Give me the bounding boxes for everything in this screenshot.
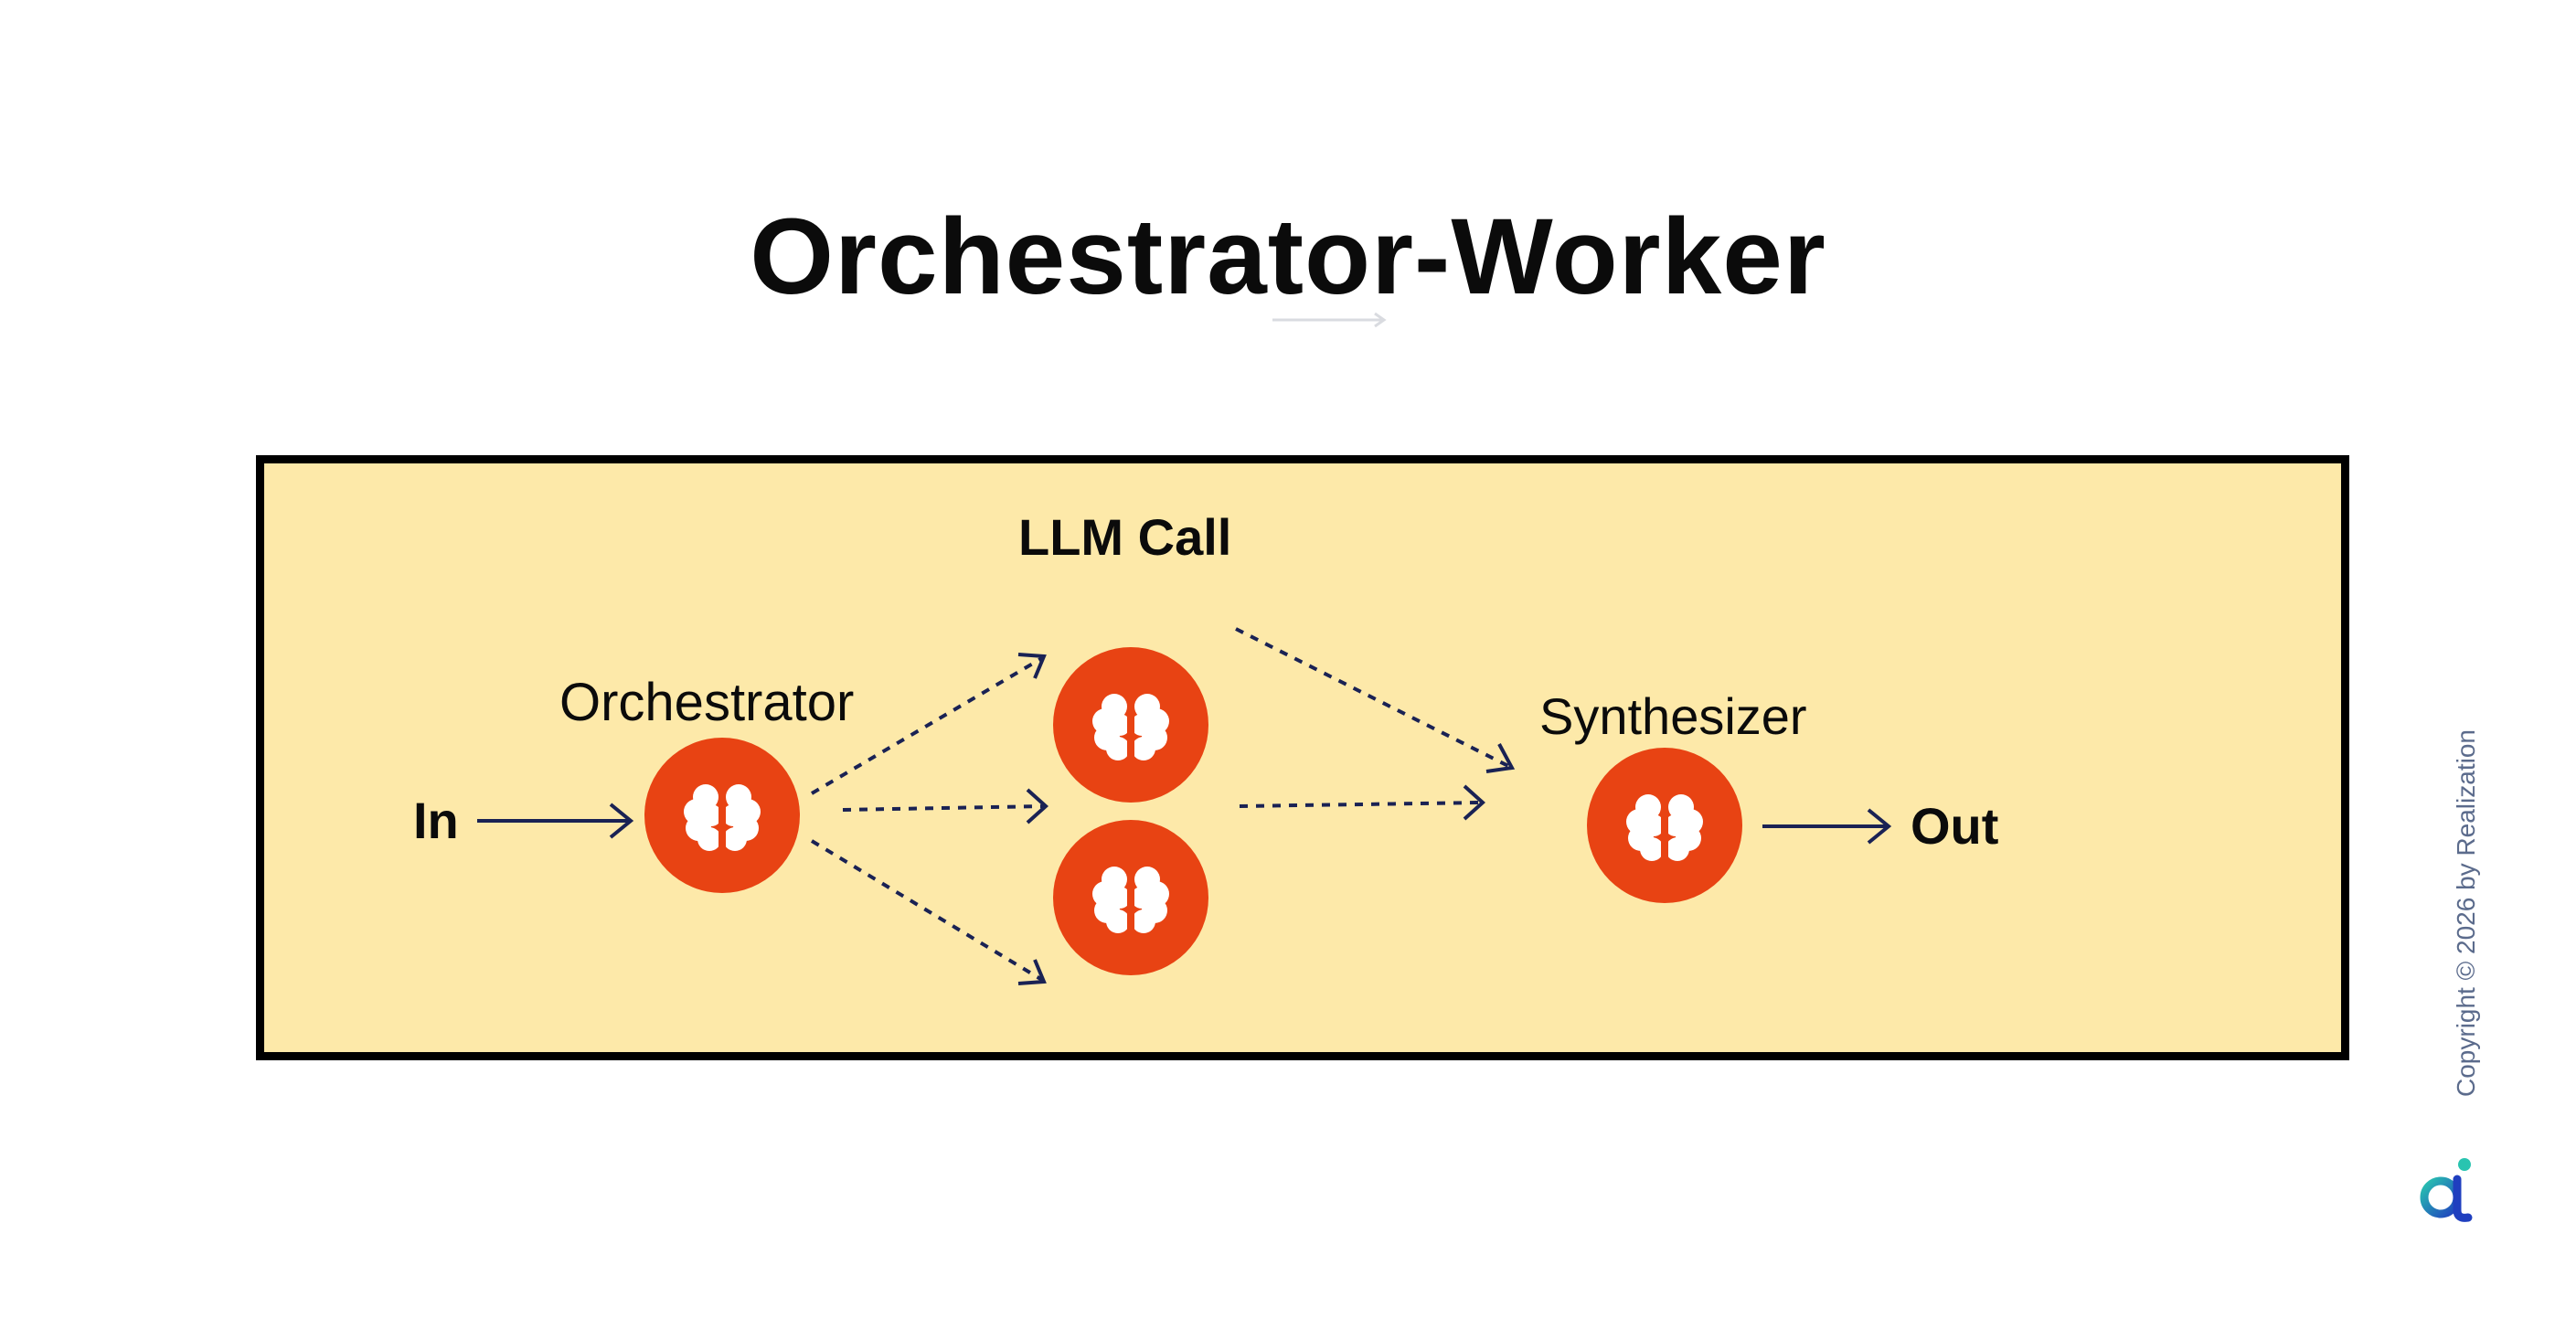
collect-arrow-top	[1235, 627, 1509, 768]
llm-worker-node-1	[1053, 647, 1208, 803]
dispatch-arrow-top-head	[1017, 653, 1047, 679]
input-label: In	[413, 792, 459, 849]
llm-worker-node-2	[1053, 820, 1208, 975]
dispatch-arrow-top	[810, 656, 1044, 795]
collect-arrow-middle-head	[1463, 784, 1485, 821]
realization-logo-icon	[2420, 1158, 2473, 1222]
copyright-text: Copyright © 2026 by Realization	[2452, 729, 2480, 1097]
brain-icon	[1092, 686, 1169, 767]
synthesizer-label: Synthesizer	[1539, 687, 1807, 745]
dispatch-arrow-middle	[842, 804, 1045, 812]
input-arrow-head	[609, 803, 634, 839]
output-arrow-head	[1867, 808, 1892, 845]
orchestrator-label: Orchestrator	[559, 673, 855, 732]
collect-arrow-middle	[1239, 801, 1482, 808]
brain-icon	[1626, 787, 1703, 867]
title-underline-arrow	[1272, 312, 1387, 328]
orchestrator-node	[644, 738, 800, 893]
output-label: Out	[1911, 797, 1999, 855]
dispatch-arrow-bottom	[810, 839, 1044, 982]
brain-icon	[1092, 859, 1169, 940]
diagram-title: Orchestrator-Worker	[750, 197, 1826, 317]
dispatch-arrow-middle-head	[1026, 788, 1048, 824]
synthesizer-node	[1587, 748, 1742, 903]
collect-arrow-top-head	[1485, 743, 1516, 773]
diagram-panel	[256, 455, 2349, 1060]
llm-call-label: LLM Call	[1018, 508, 1232, 566]
brain-icon	[684, 777, 761, 857]
dispatch-arrow-bottom-head	[1017, 959, 1047, 985]
